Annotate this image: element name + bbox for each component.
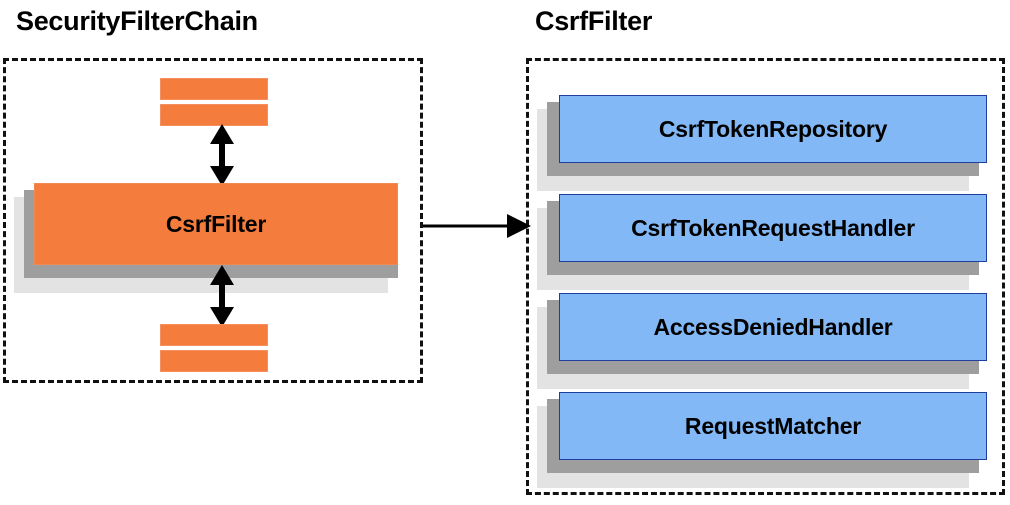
csrffilter-card-label: CsrfFilter [165, 210, 267, 237]
filter-stub-top-1 [160, 78, 268, 100]
filter-stub-bottom-1 [160, 324, 268, 346]
csrffilter-card-face[interactable]: CsrfFilter [34, 183, 398, 265]
csrffilter-card[interactable]: CsrfFilter [14, 183, 408, 293]
component-card-label: AccessDeniedHandler [653, 313, 893, 340]
component-card-csrf-token-request-handler[interactable]: CsrfTokenRequestHandler [537, 194, 989, 290]
component-card-face[interactable]: AccessDeniedHandler [559, 293, 987, 361]
panel-title-csrf-filter: CsrfFilter [535, 6, 653, 36]
component-card-label: CsrfTokenRepository [658, 115, 888, 142]
bidirectional-arrow-below-csrffilter [210, 265, 234, 327]
component-card-label: RequestMatcher [684, 412, 862, 439]
component-card-csrf-token-repository[interactable]: CsrfTokenRepository [537, 95, 989, 191]
expansion-arrow [423, 214, 531, 238]
component-card-face[interactable]: CsrfTokenRequestHandler [559, 194, 987, 262]
bidirectional-arrow-above-csrffilter [210, 124, 234, 186]
panel-title-security-filter-chain: SecurityFilterChain [16, 6, 258, 36]
component-card-label: CsrfTokenRequestHandler [631, 214, 915, 241]
security-filter-chain-container [3, 58, 423, 383]
component-card-face[interactable]: RequestMatcher [559, 392, 987, 460]
component-card-request-matcher[interactable]: RequestMatcher [537, 392, 989, 488]
csrf-filter-container [526, 58, 1005, 495]
filter-stub-bottom-2 [160, 350, 268, 372]
filter-stub-top-2 [160, 104, 268, 126]
component-card-face[interactable]: CsrfTokenRepository [559, 95, 987, 163]
component-card-access-denied-handler[interactable]: AccessDeniedHandler [537, 293, 989, 389]
